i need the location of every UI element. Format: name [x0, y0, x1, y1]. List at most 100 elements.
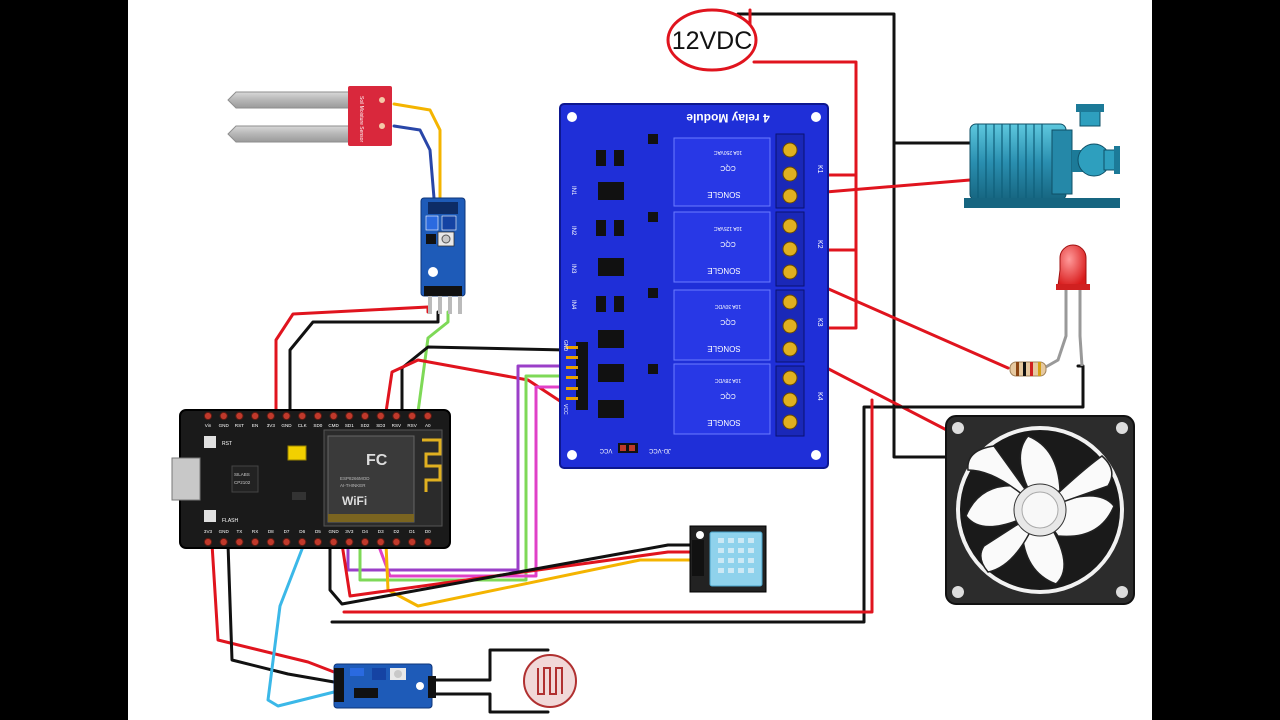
svg-text:FC: FC [366, 452, 388, 469]
wire-moisture-a0 [416, 310, 450, 414]
relay-input-header: GND VCC [562, 340, 588, 415]
svg-text:GND: GND [562, 340, 568, 352]
nodemcu-board: RST FLASH SILABS CP2102 FC WiFi ESP8266M… [171, 409, 451, 549]
nodemcu-pin [408, 411, 417, 421]
nodemcu-pin-label: CLK [298, 423, 308, 428]
nodemcu-pin-label: 3V3 [345, 529, 354, 534]
ldr-module [333, 663, 436, 709]
nodemcu-pin-label: D2 [393, 529, 399, 534]
svg-text:JD-VCC: JD-VCC [648, 447, 671, 453]
nodemcu-pin-label: EN [252, 423, 258, 428]
svg-text:K3: K3 [816, 318, 823, 327]
svg-text:VCC: VCC [599, 447, 612, 453]
svg-text:CQC: CQC [720, 164, 736, 171]
svg-text:10A 250VAC: 10A 250VAC [713, 149, 742, 155]
ldr-photoresistor [523, 654, 577, 708]
relay-jumper: VCC JD-VCC [599, 443, 671, 453]
wire-moisture-gnd [288, 310, 440, 414]
cooling-fan [945, 415, 1135, 605]
nodemcu-pin-label: D1 [409, 529, 415, 534]
svg-text:CQC: CQC [720, 392, 736, 399]
nodemcu-pin [313, 537, 322, 547]
power-supply-label: 12VDC [666, 8, 758, 72]
svg-text:IN1: IN1 [570, 186, 576, 196]
nodemcu-pin-label: D7 [284, 529, 290, 534]
wiring-diagram: 12VDC Soil Moisture Sensor 4 relay Modul… [171, 8, 1135, 714]
wire-relay-in1 [346, 364, 568, 572]
nodemcu-pin [313, 411, 322, 421]
wire-ldr-out [266, 542, 336, 708]
nodemcu-pin-label: D3 [378, 529, 384, 534]
nodemcu-pin-label: RX [252, 529, 258, 534]
wire-ldr-vcc [210, 542, 336, 674]
svg-text:IN3: IN3 [570, 264, 576, 274]
relay-module-title: 4 relay Module [686, 111, 770, 125]
nodemcu-pin [235, 537, 244, 547]
nodemcu-pin [266, 537, 275, 547]
led-indicator [1043, 244, 1090, 370]
nodemcu-pin [203, 411, 213, 421]
soil-moisture-probe: Soil Moisture Sensor [227, 86, 392, 146]
nodemcu-pin-label: D6 [299, 529, 305, 534]
svg-text:IN2: IN2 [570, 226, 576, 236]
resistor [1009, 361, 1047, 377]
wire-12v-black [736, 12, 958, 459]
svg-text:CQC: CQC [720, 318, 736, 325]
svg-text:ESP8266MOD: ESP8266MOD [340, 476, 370, 481]
wire-ldr-gnd [226, 542, 336, 684]
svg-text:FLASH: FLASH [222, 518, 239, 524]
nodemcu-pin [298, 537, 307, 547]
nodemcu-pin [266, 411, 275, 421]
svg-text:RST: RST [222, 441, 232, 447]
nodemcu-pin-label: D5 [315, 529, 321, 534]
svg-text:K4: K4 [816, 392, 823, 401]
nodemcu-pin-label: SD0 [313, 423, 322, 428]
relay-terminals [775, 133, 805, 437]
nodemcu-pin-label: RSV [407, 423, 417, 428]
nodemcu-pin-label: RST [235, 423, 244, 428]
relay-k2: SONGLE CQC 10A 125VAC K2 [673, 211, 823, 283]
wire-fan-red [342, 398, 874, 614]
nodemcu-pin-label: CMD [328, 423, 339, 428]
svg-text:Soil Moisture Sensor: Soil Moisture Sensor [358, 96, 364, 142]
nodemcu-pin [219, 537, 228, 547]
nodemcu-pin [392, 537, 401, 547]
nodemcu-pin-label: GND [219, 423, 230, 428]
wire-relay-in2 [358, 374, 568, 582]
nodemcu-pin [423, 537, 432, 547]
relay-k4: SONGLE CQC 10A 28VDC K4 [673, 363, 823, 435]
nodemcu-pin [219, 411, 228, 421]
nodemcu-pin-label: Vin [205, 423, 212, 428]
svg-text:10A 30VDC: 10A 30VDC [715, 303, 742, 309]
nodemcu-pin [329, 537, 338, 547]
wire-probe-yellow [392, 102, 442, 200]
wire-dht-data [384, 542, 694, 608]
nodemcu-pin-label: SD1 [345, 423, 354, 428]
nodemcu-pin-label: 3V3 [204, 529, 213, 534]
svg-text:10A 125VAC: 10A 125VAC [713, 225, 742, 231]
wire-relay-gnd [400, 345, 568, 414]
svg-text:AI-THINKER: AI-THINKER [340, 483, 366, 488]
svg-text:10A 28VDC: 10A 28VDC [715, 377, 742, 383]
water-pump [964, 104, 1120, 208]
svg-text:K1: K1 [816, 165, 823, 174]
nodemcu-pin-label: GND [281, 423, 292, 428]
nodemcu-pin [282, 411, 291, 421]
svg-text:SILABS: SILABS [234, 472, 250, 477]
svg-text:CP2102: CP2102 [234, 480, 251, 485]
wire-probe-blue [392, 124, 436, 200]
nodemcu-pin [345, 411, 354, 421]
nodemcu-pin [203, 537, 213, 547]
svg-text:SONGLE: SONGLE [707, 344, 740, 353]
wire-ldr-black [431, 648, 550, 714]
nodemcu-pin [423, 411, 432, 421]
wire-dht-gnd [328, 542, 694, 606]
nodemcu-pin-label: A0 [425, 423, 431, 428]
nodemcu-pin-label: D4 [362, 529, 368, 534]
nodemcu-pin [392, 411, 401, 421]
relay-k1: SONGLE CQC 10A 250VAC K1 [673, 137, 823, 207]
svg-text:WiFi: WiFi [342, 494, 367, 508]
nodemcu-pin-label: SD3 [376, 423, 385, 428]
nodemcu-pin [360, 411, 370, 421]
